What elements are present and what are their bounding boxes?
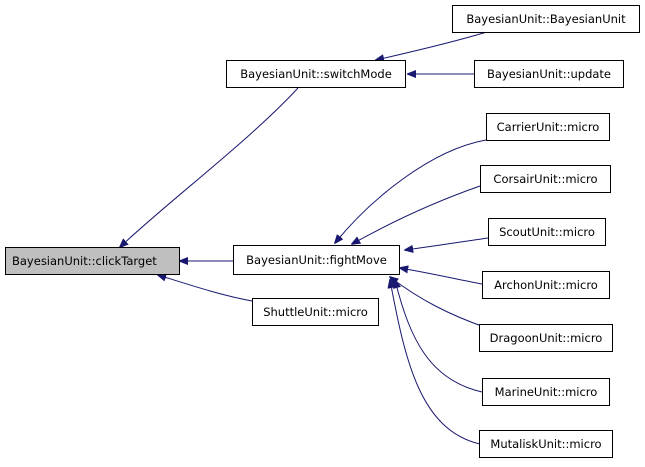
edge-scout-to-fightmove (405, 237, 489, 250)
node-clicktarget[interactable]: BayesianUnit::clickTarget (5, 247, 180, 275)
edge-ctor-to-switchmode (376, 31, 488, 60)
edge-shuttle-to-clicktarget (158, 275, 253, 302)
edge-archon-to-fightmove (400, 268, 483, 285)
node-mutalisk-micro[interactable]: MutaliskUnit::micro (479, 430, 613, 458)
node-marine-micro[interactable]: MarineUnit::micro (482, 378, 610, 406)
node-scout-micro[interactable]: ScoutUnit::micro (488, 218, 606, 246)
node-update[interactable]: BayesianUnit::update (474, 60, 624, 88)
node-fightmove[interactable]: BayesianUnit::fightMove (233, 245, 400, 275)
node-dragoon-micro[interactable]: DragoonUnit::micro (479, 324, 613, 352)
node-shuttle-micro[interactable]: ShuttleUnit::micro (252, 298, 379, 326)
node-bayesian-constructor[interactable]: BayesianUnit::BayesianUnit (452, 5, 640, 33)
edge-carrier-to-fightmove (335, 139, 487, 243)
node-corsair-micro[interactable]: CorsairUnit::micro (480, 165, 611, 193)
node-carrier-micro[interactable]: CarrierUnit::micro (486, 113, 610, 141)
edge-mutalisk-to-fightmove (390, 280, 481, 445)
edge-corsair-to-fightmove (352, 185, 481, 244)
node-archon-micro[interactable]: ArchonUnit::micro (482, 271, 610, 299)
edge-switchmode-to-clicktarget (120, 87, 299, 247)
edge-dragoon-to-fightmove (390, 277, 488, 329)
edge-marine-to-fightmove (395, 280, 483, 393)
node-switchmode[interactable]: BayesianUnit::switchMode (226, 60, 406, 88)
